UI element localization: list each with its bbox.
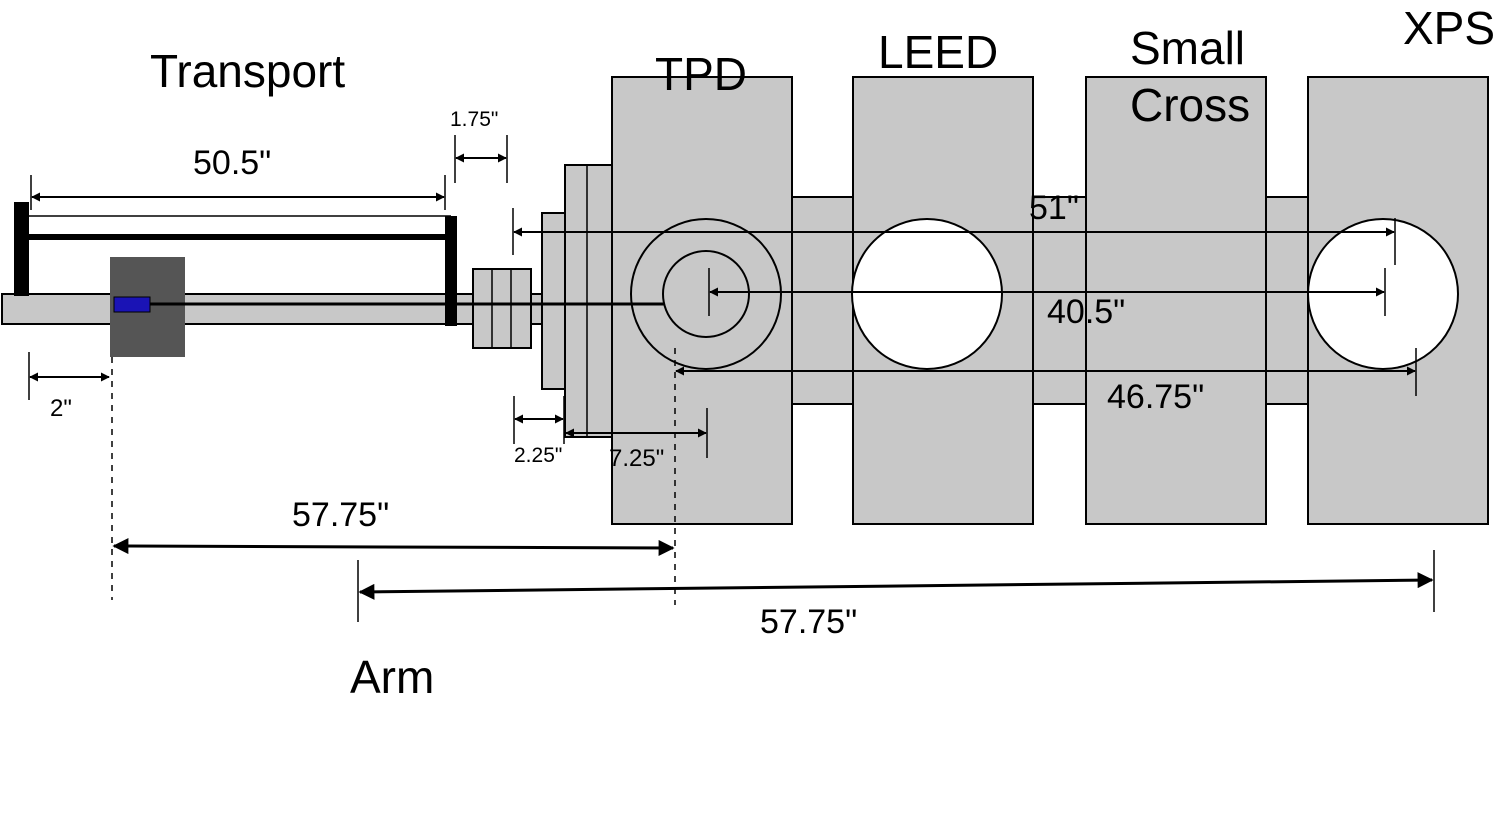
label-tpd: TPD (655, 48, 747, 100)
label-dim-flange-b: 7.25" (609, 445, 664, 472)
label-xps: XPS (1403, 2, 1495, 54)
small-cross-chamber (1085, 76, 1267, 525)
coupling (472, 268, 532, 349)
label-dim-46-75: 46.75" (1107, 378, 1204, 416)
label-dim-51: 51" (1029, 189, 1079, 227)
flange-inner (541, 212, 566, 390)
tpd-chamber (611, 76, 793, 525)
transport-end-post (14, 202, 29, 296)
tube-tpd-leed (791, 196, 855, 405)
transport-rail (1, 293, 543, 325)
dim-arm-lower (358, 572, 1434, 600)
label-dim-flange-a: 2.25" (514, 444, 562, 467)
leed-port (851, 218, 1003, 370)
transport-end-post (445, 216, 457, 326)
label-dim-arm-upper: 57.75" (292, 496, 389, 534)
dim-arm-upper (112, 538, 675, 556)
label-dim-offset: 2" (50, 395, 72, 422)
label-leed: LEED (878, 26, 998, 78)
label-cross: Cross (1130, 79, 1250, 131)
flange-outer (564, 164, 613, 438)
label-dim-transport: 50.5" (193, 144, 271, 182)
label-arm: Arm (350, 651, 434, 703)
xps-port (1307, 218, 1459, 370)
label-dim-gap: 1.75" (450, 108, 498, 131)
label-small: Small (1130, 22, 1245, 74)
label-transport: Transport (150, 45, 345, 97)
label-dim-40-5: 40.5" (1047, 293, 1125, 331)
sample-holder (113, 296, 151, 313)
tube-cross-xps (1265, 196, 1310, 405)
label-dim-arm-lower: 57.75" (760, 603, 857, 641)
